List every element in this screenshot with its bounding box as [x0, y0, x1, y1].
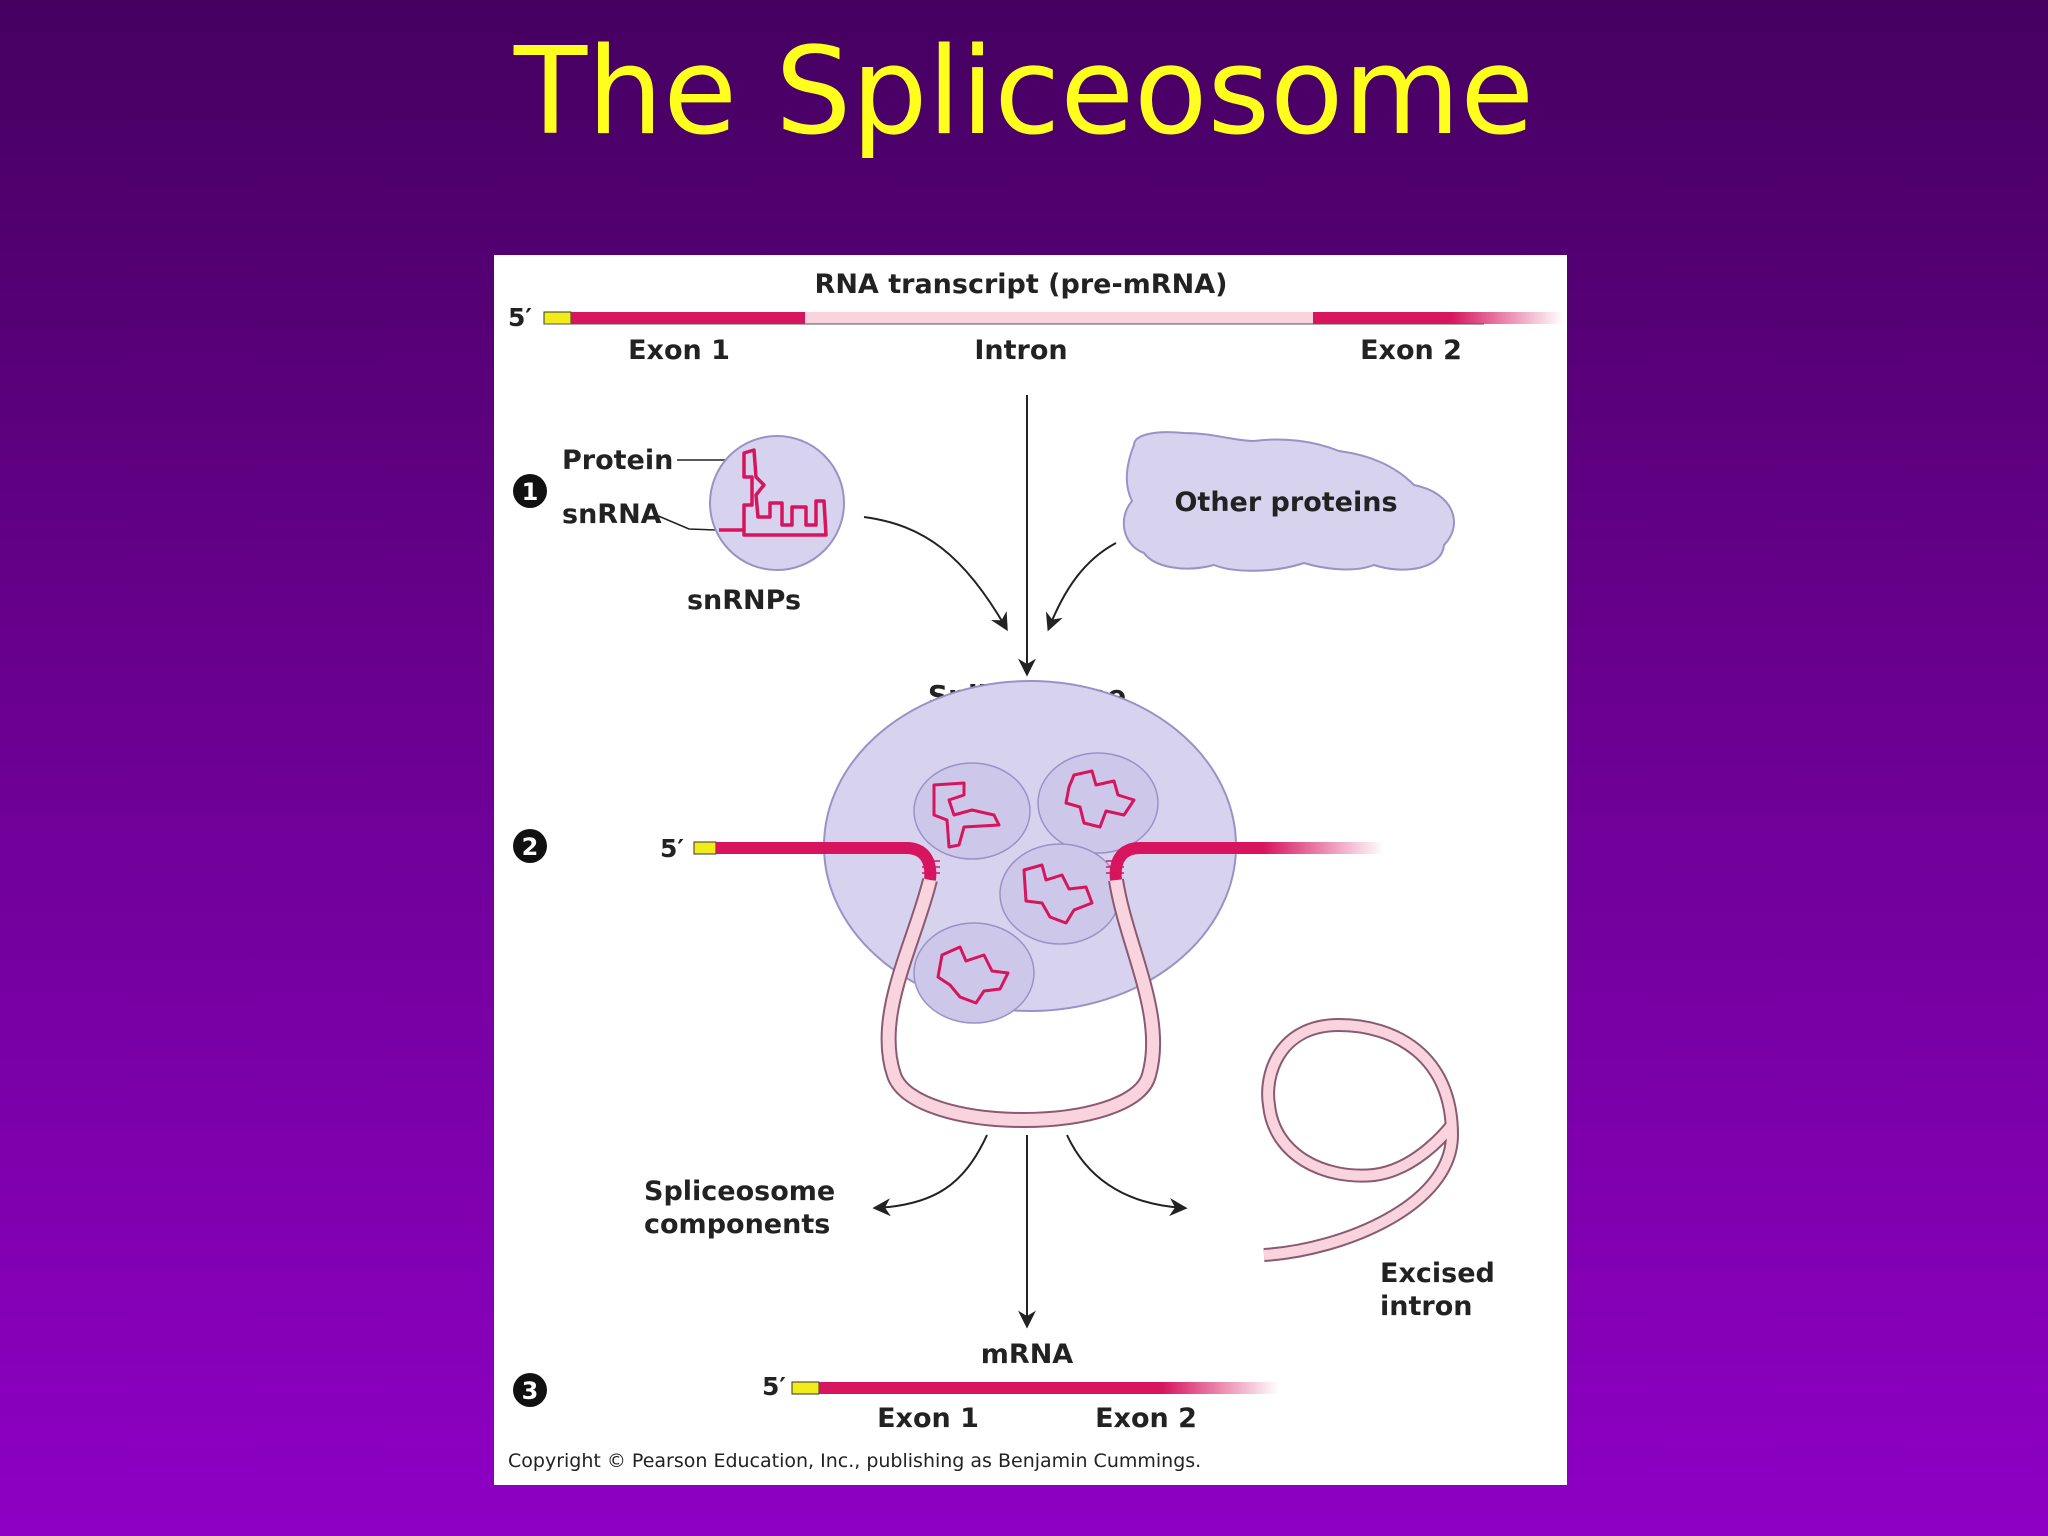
slide-title: The Spliceosome [513, 23, 1535, 162]
step2-cap [693, 841, 717, 855]
other-proteins-blob: Other proteins [1123, 431, 1455, 572]
snrnp-particle [709, 435, 845, 571]
subunit-top-right [1037, 752, 1159, 854]
exon2-label: Exon 2 [1360, 335, 1462, 366]
copyright-notice: Copyright © Pearson Education, Inc., pub… [508, 1450, 1201, 1472]
snrna-leader-line [655, 514, 717, 531]
excised-label-line1: Excised [1380, 1258, 1495, 1289]
step2-number: 2 [522, 833, 539, 861]
intron-label: Intron [974, 335, 1067, 366]
intron-loop [882, 878, 1160, 1126]
step1-circle [513, 474, 547, 508]
step3-cap [791, 1381, 820, 1395]
step3-exon2 [1019, 1382, 1279, 1394]
snrnp-rna-squiggle [719, 448, 828, 537]
pre-mrna-strand [543, 311, 1563, 325]
mrna-label: mRNA [981, 1339, 1074, 1370]
excised-label-line2: intron [1380, 1291, 1472, 1322]
subunit-middle [999, 843, 1121, 945]
other-proteins-body [1123, 431, 1455, 572]
step1-number: 1 [522, 478, 539, 506]
step1-marker: 1 [513, 474, 547, 508]
intron-segment [805, 312, 1313, 324]
base-pairing-left [922, 860, 940, 874]
step3-exon2-label: Exon 2 [1095, 1403, 1197, 1434]
step3-five-prime: 5′ [762, 1372, 786, 1401]
subunit-bottom [913, 922, 1035, 1024]
squiggle-bottom [936, 945, 1010, 1005]
excised-intron-lariat [1261, 1017, 1460, 1262]
squiggle-top-right [1064, 769, 1136, 829]
mature-mrna-strand [791, 1381, 1279, 1395]
spliceosome-figure: RNA transcript (pre-mRNA) 5′ Exon 1 Intr… [494, 255, 1567, 1485]
snrnp-to-spliceosome-arrow [863, 516, 1008, 632]
step2-exon1 [716, 842, 937, 881]
components-label-line1: Spliceosome [644, 1176, 835, 1207]
transcript-heading: RNA transcript (pre-mRNA) [815, 269, 1228, 300]
snrnps-label: snRNPs [687, 585, 801, 616]
lariat-strand [1263, 1019, 1458, 1260]
step3-circle [513, 1373, 547, 1407]
exon1-segment [571, 312, 805, 324]
other-proteins-label: Other proteins [1174, 487, 1397, 518]
step2-circle [513, 829, 547, 863]
step3-number: 3 [522, 1377, 539, 1405]
exon2-segment [1313, 312, 1563, 324]
snrna-label: snRNA [562, 499, 662, 530]
step3-exon1-label: Exon 1 [877, 1403, 979, 1434]
step3-marker: 3 [513, 1373, 547, 1407]
components-label-line2: components [644, 1209, 830, 1240]
step2-five-prime: 5′ [660, 834, 684, 863]
spliceosome-complex [823, 680, 1237, 1024]
squiggle-top-left [932, 781, 1001, 849]
step3-exon1 [819, 1382, 1019, 1394]
to-components-arrow [872, 1134, 988, 1217]
to-excised-intron-arrow [1066, 1134, 1188, 1217]
proteins-to-spliceosome-arrow [1045, 542, 1117, 632]
spliceosome-diagram: RNA transcript (pre-mRNA) 5′ Exon 1 Intr… [508, 269, 1563, 1472]
five-prime-cap [543, 311, 572, 325]
exon1-label: Exon 1 [628, 335, 730, 366]
base-pairing-right [1106, 860, 1124, 874]
step2-marker: 2 [513, 829, 547, 863]
squiggle-middle [1022, 863, 1094, 925]
step2-exon2 [1109, 842, 1384, 881]
transcript-five-prime: 5′ [508, 303, 532, 332]
protein-label: Protein [562, 445, 673, 476]
